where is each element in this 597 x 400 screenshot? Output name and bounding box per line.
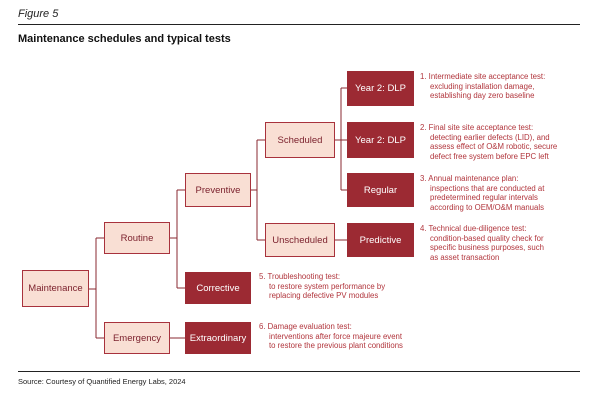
test-note-description: to restore system performance by replaci…: [269, 281, 386, 301]
connector-scheduled: [335, 87, 347, 191]
connector-routine: [170, 189, 185, 289]
test-note-4: 4. Technical due-diligence test: conditi…: [420, 224, 544, 262]
bottom-divider: [18, 371, 580, 372]
node-year2-dlp-intermediate: Year 2: DLP: [347, 71, 414, 106]
node-predictive: Predictive: [347, 223, 414, 257]
node-year2-dlp-final: Year 2: DLP: [347, 122, 414, 158]
test-note-heading: 6. Damage evaluation test:: [259, 322, 352, 331]
node-regular: Regular: [347, 173, 414, 207]
test-note-2: 2. Final site site acceptance test: dete…: [420, 123, 557, 161]
test-note-5: 5. Troubleshooting test: to restore syst…: [259, 272, 385, 301]
test-note-heading: 2. Final site site acceptance test:: [420, 123, 534, 132]
test-note-3: 3. Annual maintenance plan: inspections …: [420, 174, 544, 212]
node-unscheduled: Unscheduled: [265, 223, 335, 257]
test-note-description: detecting earlier defects (LID), and ass…: [430, 132, 558, 161]
source-note: Source: Courtesy of Quantified Energy La…: [18, 377, 186, 386]
test-note-heading: 5. Troubleshooting test:: [259, 272, 341, 281]
top-divider: [18, 24, 580, 25]
test-note-description: excluding installation damage, establish…: [430, 81, 535, 101]
test-note-heading: 4. Technical due-diligence test:: [420, 224, 527, 233]
test-note-description: inspections that are conducted at predet…: [430, 183, 545, 212]
connector-maintenance: [89, 237, 104, 339]
node-scheduled: Scheduled: [265, 122, 335, 158]
node-corrective: Corrective: [185, 272, 251, 304]
figure-label: Figure 5: [18, 8, 59, 20]
test-note-heading: 3. Annual maintenance plan:: [420, 174, 519, 183]
node-preventive: Preventive: [185, 173, 251, 207]
diagram-title: Maintenance schedules and typical tests: [18, 33, 231, 45]
test-note-description: condition-based quality check for specif…: [430, 233, 544, 262]
connector-preventive: [251, 139, 265, 241]
test-note-description: interventions after force majeure event …: [269, 331, 403, 351]
test-note-1: 1. Intermediate site acceptance test: ex…: [420, 72, 545, 101]
test-note-6: 6. Damage evaluation test: interventions…: [259, 322, 403, 351]
node-routine: Routine: [104, 222, 170, 254]
node-maintenance: Maintenance: [22, 270, 89, 307]
test-note-heading: 1. Intermediate site acceptance test:: [420, 72, 546, 81]
node-emergency: Emergency: [104, 322, 170, 354]
node-extraordinary: Extraordinary: [185, 322, 251, 354]
